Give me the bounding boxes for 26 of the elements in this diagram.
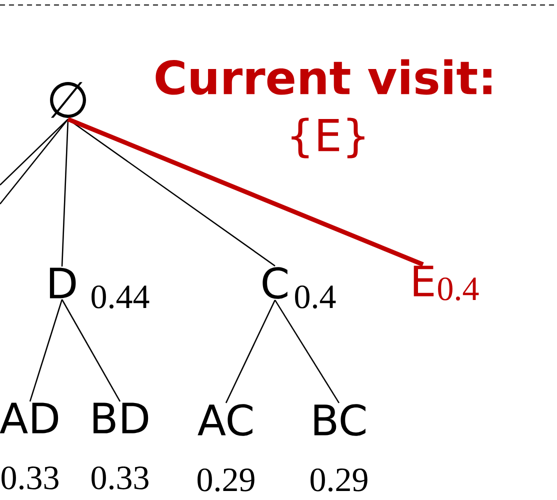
node-label: C [262,267,288,299]
node-label: BC [314,404,366,436]
probability-label: 0.4 [295,285,336,309]
probability-label: 0.44 [92,285,150,309]
tree-edge [225,300,276,404]
node-label: BD [94,402,148,434]
probability-label: 0.29 [310,468,368,492]
probability-label: 0.33 [2,466,58,490]
node-label: E [414,266,434,296]
tree-edge [67,117,424,267]
probability-label: 0.33 [92,466,148,490]
node-label: ∅ [50,82,86,118]
tree-edge [61,119,69,267]
probability-label: 0.29 [198,468,254,492]
node-label: AC [198,404,252,436]
probability-label: 0.4 [438,277,479,301]
caption-text: {E} [292,118,364,158]
caption-text: Current visit: [156,59,492,95]
tree-edge [0,118,69,204]
tree-edge [29,299,63,402]
tree-edge [68,118,276,266]
node-label: D [50,268,76,298]
tree-edge [274,300,340,404]
tree-edge [0,118,68,186]
tree-edge [61,299,121,402]
node-label: AD [0,402,58,434]
